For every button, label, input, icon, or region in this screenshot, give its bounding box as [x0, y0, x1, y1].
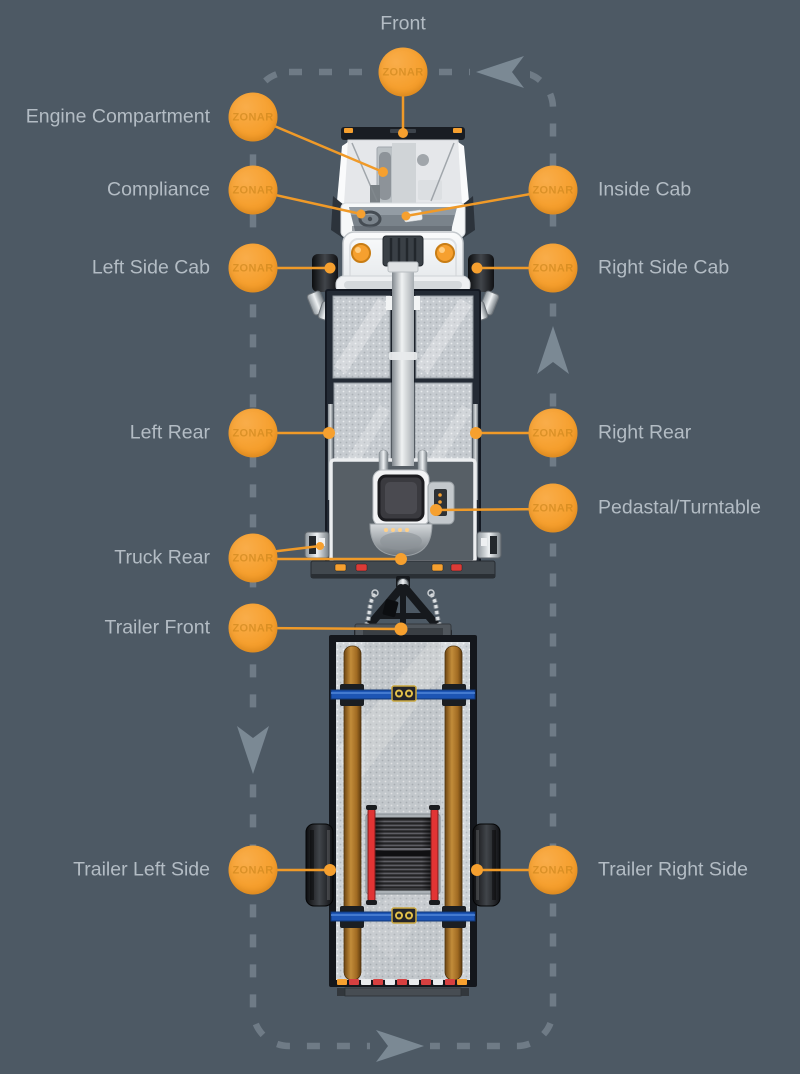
marker-front[interactable]: ZONAR: [378, 47, 428, 97]
marker-left-rear[interactable]: ZONAR: [228, 408, 278, 458]
zonar-watermark: ZONAR: [232, 184, 274, 196]
label-left-side-cab: Left Side Cab: [91, 256, 210, 279]
zonar-watermark: ZONAR: [532, 184, 574, 196]
zonar-watermark: ZONAR: [532, 427, 574, 439]
route-arrow-bottom-right: [376, 1030, 424, 1062]
marker-trailer-right-side[interactable]: ZONAR: [528, 845, 578, 895]
zonar-watermark: ZONAR: [532, 262, 574, 274]
label-compliance: Compliance: [107, 178, 210, 201]
trailer-illustration: [305, 623, 501, 997]
zonar-watermark: ZONAR: [232, 262, 274, 274]
label-pedastal-turntable: Pedastal/Turntable: [598, 496, 761, 519]
label-right-side-cab: Right Side Cab: [598, 256, 730, 279]
beacon-light-right: [435, 243, 455, 263]
connector-dots: [316, 128, 483, 876]
ratchet-buckle: [391, 685, 417, 702]
zonar-watermark: ZONAR: [232, 864, 274, 876]
label-trailer-right-side: Trailer Right Side: [598, 858, 748, 881]
label-trailer-left-side: Trailer Left Side: [73, 858, 210, 881]
label-engine-compartment: Engine Compartment: [25, 105, 210, 128]
beacon-light-left: [351, 243, 371, 263]
label-trailer-front: Trailer Front: [104, 616, 210, 639]
marker-pedastal-turntable[interactable]: ZONAR: [528, 483, 578, 533]
route-arrow-right-up: [537, 326, 569, 374]
trailer-wheels: [305, 823, 501, 907]
label-inside-cab: Inside Cab: [598, 178, 692, 201]
route-arrow-top-left: [476, 56, 524, 88]
cargo-poles: [343, 645, 463, 981]
marker-right-rear[interactable]: ZONAR: [528, 408, 578, 458]
marker-truck-rear[interactable]: ZONAR: [228, 533, 278, 583]
ratchet-buckle: [391, 907, 417, 924]
marker-trailer-left-side[interactable]: ZONAR: [228, 845, 278, 895]
zonar-watermark: ZONAR: [232, 552, 274, 564]
zonar-watermark: ZONAR: [532, 864, 574, 876]
zonar-watermark: ZONAR: [232, 427, 274, 439]
marker-inside-cab[interactable]: ZONAR: [528, 165, 578, 215]
label-front: Front: [380, 12, 426, 35]
cable-reel: [365, 805, 441, 905]
pedestal-control-panel: [427, 481, 455, 525]
safety-chains: [361, 589, 445, 632]
inspection-route-path: [237, 56, 569, 1062]
marker-compliance[interactable]: ZONAR: [228, 165, 278, 215]
zonar-watermark: ZONAR: [532, 502, 574, 514]
truck-illustration: [304, 127, 502, 637]
tie-down-strap-front: [330, 684, 476, 706]
marker-engine-compartment[interactable]: ZONAR: [228, 92, 278, 142]
zonar-watermark: ZONAR: [382, 66, 424, 78]
marker-trailer-front[interactable]: ZONAR: [228, 603, 278, 653]
marker-left-side-cab[interactable]: ZONAR: [228, 243, 278, 293]
zonar-watermark: ZONAR: [232, 622, 274, 634]
route-arrow-left-down: [237, 726, 269, 774]
zonar-watermark: ZONAR: [232, 111, 274, 123]
label-right-rear: Right Rear: [598, 421, 692, 444]
label-left-rear: Left Rear: [129, 421, 210, 444]
tie-down-strap-rear: [330, 906, 476, 928]
marker-right-side-cab[interactable]: ZONAR: [528, 243, 578, 293]
trailer-rear-bumper: [337, 979, 469, 997]
label-truck-rear: Truck Rear: [114, 546, 210, 569]
